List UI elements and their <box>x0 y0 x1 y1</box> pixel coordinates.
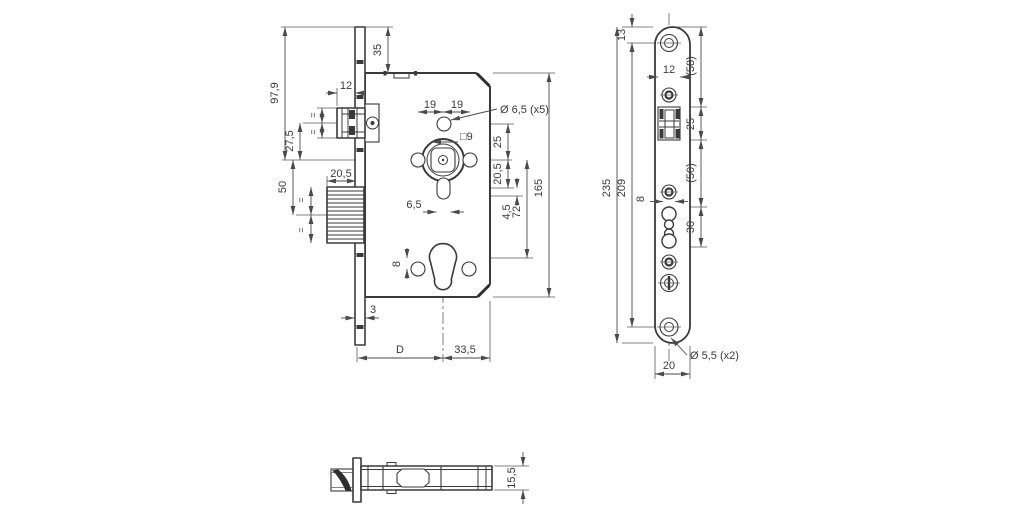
dim-58: (58) <box>685 56 697 76</box>
plan-latch-tip <box>330 468 354 492</box>
dim-8: 8 <box>391 261 403 267</box>
dim-15-5: 15,5 <box>506 467 518 488</box>
faceplate-screw-hole-bottom <box>657 317 681 337</box>
plan-dimensions: 15,5 <box>494 452 529 504</box>
dim-25-opening: 25 <box>685 118 697 130</box>
faceplate-slotted-hole <box>658 273 680 293</box>
dim-25: 25 <box>492 136 504 148</box>
dim-165: 165 <box>533 179 545 197</box>
deadbolt-opening <box>661 206 677 249</box>
symmetry-mark: = <box>296 197 306 202</box>
fixing-holes <box>410 116 478 277</box>
hole-diameter-label: Ø 5,5 (x2) <box>690 350 739 362</box>
dim-27-5: 27,5 <box>284 130 296 151</box>
case-top-notch <box>393 72 410 79</box>
symmetry-mark: = <box>296 227 306 232</box>
symmetry-mark: = <box>308 112 318 117</box>
symmetry-mark: = <box>308 129 318 134</box>
dim-20-5-bolt: 20,5 <box>330 168 351 180</box>
dim-235: 235 <box>601 179 613 197</box>
side-view: 35 97,9 12 = = 27,5 20,5 50 = = 19 19 <box>269 26 555 362</box>
dim-8-slot: 8 <box>635 196 647 202</box>
faceplate-screw-hole-top <box>657 33 681 53</box>
dim-72: 72 <box>511 206 523 218</box>
faceplate-view: 13 235 209 12 (58) 25 (50) 30 8 Ø 5,5 (x… <box>601 13 739 379</box>
square-spindle-label: □9 <box>460 131 473 143</box>
faceplate-hole-mid <box>660 184 678 200</box>
dim-12-latch: 12 <box>340 80 352 92</box>
dim-3: 3 <box>370 304 376 316</box>
faceplate-hole-upper <box>660 87 678 103</box>
side-view-dimensions: 35 97,9 12 = = 27,5 20,5 50 = = 19 19 <box>269 27 552 361</box>
dim-6-5: 6,5 <box>406 199 421 211</box>
plan-follower-boss <box>396 468 430 488</box>
oval-slot <box>436 177 451 200</box>
dim-backset-D: D <box>396 344 404 356</box>
dim-19-right: 19 <box>451 99 463 111</box>
dim-30: 30 <box>685 221 697 233</box>
dim-20-5-slot: 20,5 <box>492 163 504 184</box>
dim-12-opening: 12 <box>663 64 675 76</box>
dim-209: 209 <box>616 179 628 197</box>
latch-opening <box>657 106 681 141</box>
latch-bolt <box>336 103 380 143</box>
faceplate-hole-lower <box>660 254 678 270</box>
plan-view: 15,5 <box>330 452 529 504</box>
dim-13: 13 <box>616 29 628 41</box>
dim-4-5: 4,5 <box>501 204 513 219</box>
dim-20: 20 <box>663 360 675 372</box>
hole-diameter-label: Ø 6,5 (x5) <box>500 104 549 116</box>
plan-faceplate <box>352 457 362 503</box>
dim-19-left: 19 <box>424 99 436 111</box>
dim-97-9: 97,9 <box>269 82 281 103</box>
faceplate-dimensions: 13 235 209 12 (58) 25 (50) 30 8 Ø 5,5 (x… <box>601 14 739 377</box>
euro-cylinder-cutout <box>428 242 458 291</box>
faceplate-edge <box>354 26 366 346</box>
dim-33-5: 33,5 <box>454 344 475 356</box>
dim-35: 35 <box>372 44 384 56</box>
plan-lock-case <box>360 462 493 494</box>
deadbolt <box>326 186 365 244</box>
follower-hub <box>421 138 465 182</box>
dim-50: 50 <box>277 181 289 193</box>
dim-50-ref: (50) <box>685 163 697 183</box>
